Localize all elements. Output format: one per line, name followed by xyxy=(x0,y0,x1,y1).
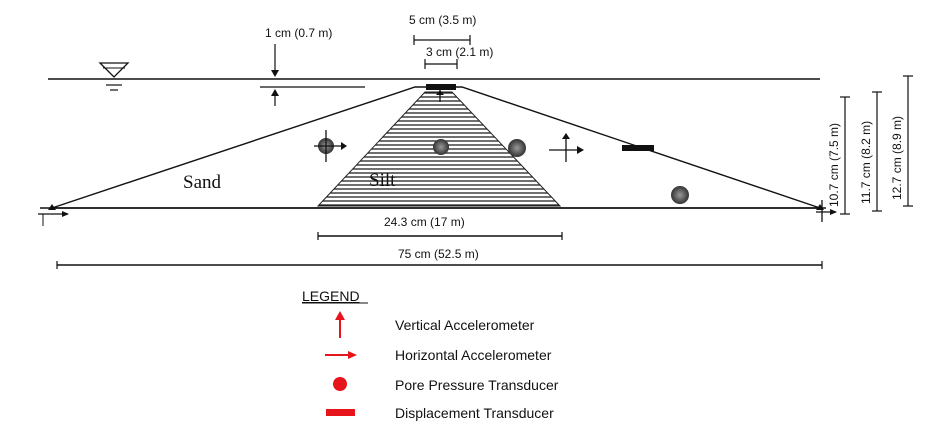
legend-title: LEGEND xyxy=(302,288,360,304)
vertical-arrow-icon xyxy=(335,311,345,338)
svg-text:1 cm (0.7 m): 1 cm (0.7 m) xyxy=(265,26,332,40)
horizontal-arrow-icon xyxy=(325,351,357,359)
svg-text:3 cm (2.1 m): 3 cm (2.1 m) xyxy=(426,45,493,59)
dam-height-dimension: 10.7 cm (7.5 m) xyxy=(827,96,850,215)
instruments xyxy=(38,84,837,226)
svg-text:Horizontal Accelerometer: Horizontal Accelerometer xyxy=(395,347,552,363)
svg-text:Pore Pressure Transducer: Pore Pressure Transducer xyxy=(395,377,559,393)
accelerometer-base-left xyxy=(38,211,69,226)
legend-item-pore-pressure-transducer: Pore Pressure Transducer xyxy=(333,377,559,393)
pore-pressure-transducer-toe xyxy=(671,186,689,204)
svg-text:24.3 cm (17 m): 24.3 cm (17 m) xyxy=(384,215,465,229)
svg-text:75 cm (52.5 m): 75 cm (52.5 m) xyxy=(398,247,479,261)
base-width-dimension: 75 cm (52.5 m) xyxy=(56,247,823,269)
height-2-dimension: 11.7 cm (8.2 m) xyxy=(859,91,882,212)
svg-text:11.7 cm (8.2 m): 11.7 cm (8.2 m) xyxy=(859,121,873,204)
displacement-transducer-slope xyxy=(622,145,654,151)
bar-icon xyxy=(326,409,355,416)
crest-width-dimension: 5 cm (3.5 m) xyxy=(409,13,476,45)
pore-pressure-transducer-core-edge xyxy=(508,139,526,157)
legend-item-vertical-accelerometer: Vertical Accelerometer xyxy=(335,311,535,338)
svg-text:12.7 cm (8.9 m): 12.7 cm (8.9 m) xyxy=(890,116,904,200)
sand-label: Sand xyxy=(183,172,222,193)
accelerometer-cross-upstream xyxy=(314,130,347,162)
core-top-width-dimension: 3 cm (2.1 m) xyxy=(424,45,493,69)
pore-pressure-transducer-core xyxy=(433,139,449,155)
dot-icon xyxy=(333,377,347,391)
legend-item-displacement-transducer: Displacement Transducer xyxy=(326,405,554,421)
vertical-accelerometer-crest xyxy=(436,90,444,102)
accelerometer-cross-downstream xyxy=(549,133,584,162)
legend: LEGEND Vertical Accelerometer Horizontal… xyxy=(302,288,559,421)
water-depth-dimension: 1 cm (0.7 m) xyxy=(260,26,365,106)
svg-text:5 cm (3.5 m): 5 cm (3.5 m) xyxy=(409,13,476,27)
water-surface xyxy=(48,62,820,91)
accelerometer-base-right xyxy=(816,200,837,222)
svg-text:Vertical Accelerometer: Vertical Accelerometer xyxy=(395,317,535,333)
height-3-dimension: 12.7 cm (8.9 m) xyxy=(890,75,913,207)
svg-text:10.7 cm (7.5 m): 10.7 cm (7.5 m) xyxy=(827,123,841,207)
displacement-transducer-crest xyxy=(426,84,456,90)
svg-text:Displacement Transducer: Displacement Transducer xyxy=(395,405,554,421)
legend-item-horizontal-accelerometer: Horizontal Accelerometer xyxy=(325,347,552,363)
core-base-width-dimension: 24.3 cm (17 m) xyxy=(317,215,563,240)
dam-embankment xyxy=(40,86,826,210)
silt-label: Silt xyxy=(369,170,396,191)
